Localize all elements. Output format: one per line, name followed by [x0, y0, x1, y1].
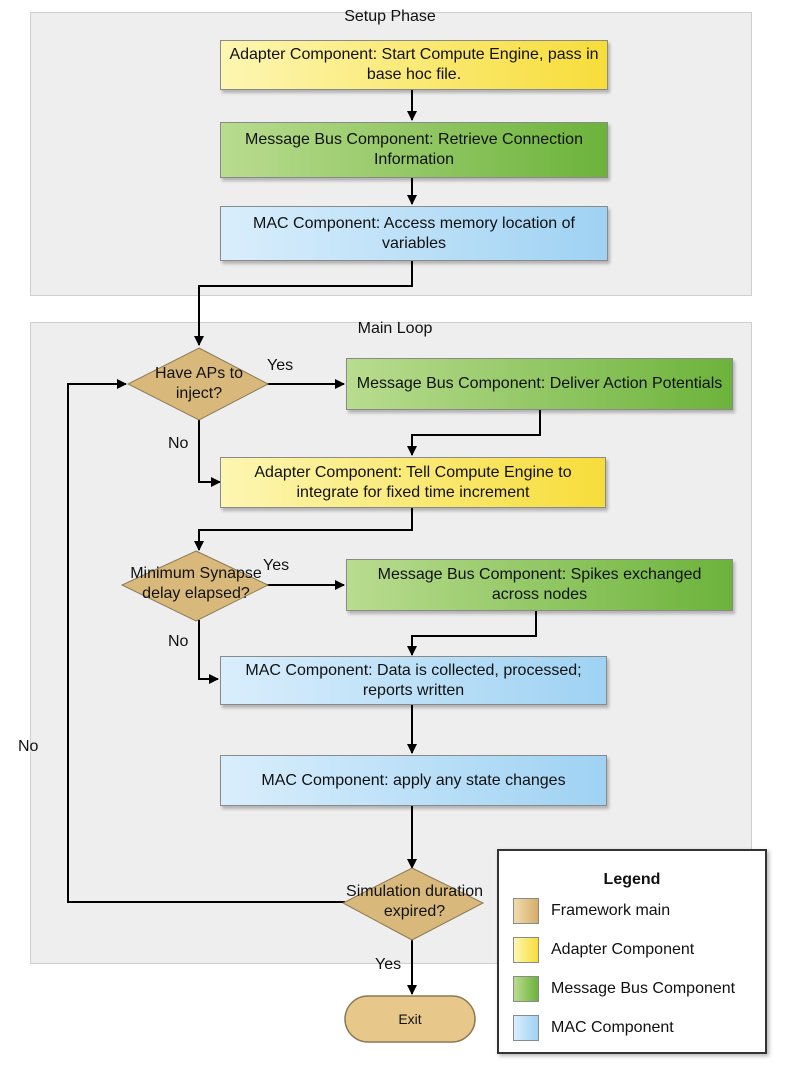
step-start-compute-engine: Adapter Component: Start Compute Engine,… [220, 40, 608, 90]
legend-label-adapter: Adapter Component [551, 941, 695, 958]
legend-label-msgbus: Message Bus Component [551, 980, 736, 997]
step-retrieve-connection: Message Bus Component: Retrieve Connecti… [220, 122, 608, 178]
legend-swatch-mac [513, 1015, 539, 1041]
legend-swatch-framework [513, 898, 539, 924]
step-integrate: Adapter Component: Tell Compute Engine t… [220, 457, 606, 508]
edge-min-synapse-no [198, 620, 219, 684]
edge-label-no-min-synapse: No [168, 633, 189, 650]
legend-swatch-msgbus [513, 976, 539, 1002]
step-apply-state-changes: MAC Component: apply any state changes [220, 755, 607, 806]
edge-sim-no-loop [67, 379, 345, 903]
edge-label-no-loop: No [18, 738, 39, 755]
edge-deliver-to-integrate [407, 410, 541, 456]
edge-have-aps-no [198, 420, 221, 487]
step-spikes-exchanged: Message Bus Component: Spikes exchanged … [346, 559, 733, 611]
edge-label-yes-exit: Yes [375, 956, 402, 973]
exit-label: Exit [398, 1011, 422, 1027]
decision-have-aps-label: Have APs to inject? [154, 365, 244, 402]
decision-diamond-min-synapse [120, 550, 270, 622]
main-loop-title: Main Loop [357, 320, 433, 337]
legend-swatch-adapter [513, 937, 539, 963]
legend-title: Legend [603, 871, 661, 888]
decision-min-synapse-label: Minimum Synapse delay elapsed? [130, 565, 262, 602]
edge-spikes-to-collect [407, 610, 537, 656]
edge-access-to-have-aps [194, 261, 413, 346]
decision-diamond-sim [341, 867, 485, 941]
decision-diamond-have-aps [126, 347, 270, 421]
exit-capsule [344, 995, 476, 1043]
edge-integrate-to-min-synapse [194, 508, 413, 551]
edge-label-yes-min-synapse: Yes [263, 557, 290, 574]
edge-label-yes-have-aps: Yes [267, 357, 294, 374]
legend-label-framework: Framework main [551, 902, 671, 919]
legend-label-mac: MAC Component [551, 1019, 674, 1036]
decision-sim-duration-label: Simulation duration expired? [346, 883, 483, 920]
step-access-memory: MAC Component: Access memory location of… [220, 206, 608, 261]
legend-box: Legend Framework main Adapter Component … [497, 849, 767, 1054]
setup-phase-title: Setup Phase [344, 8, 436, 25]
step-deliver-action-potentials: Message Bus Component: Deliver Action Po… [346, 358, 733, 410]
edge-label-no-have-aps: No [168, 435, 189, 452]
step-data-collected: MAC Component: Data is collected, proces… [220, 656, 607, 705]
